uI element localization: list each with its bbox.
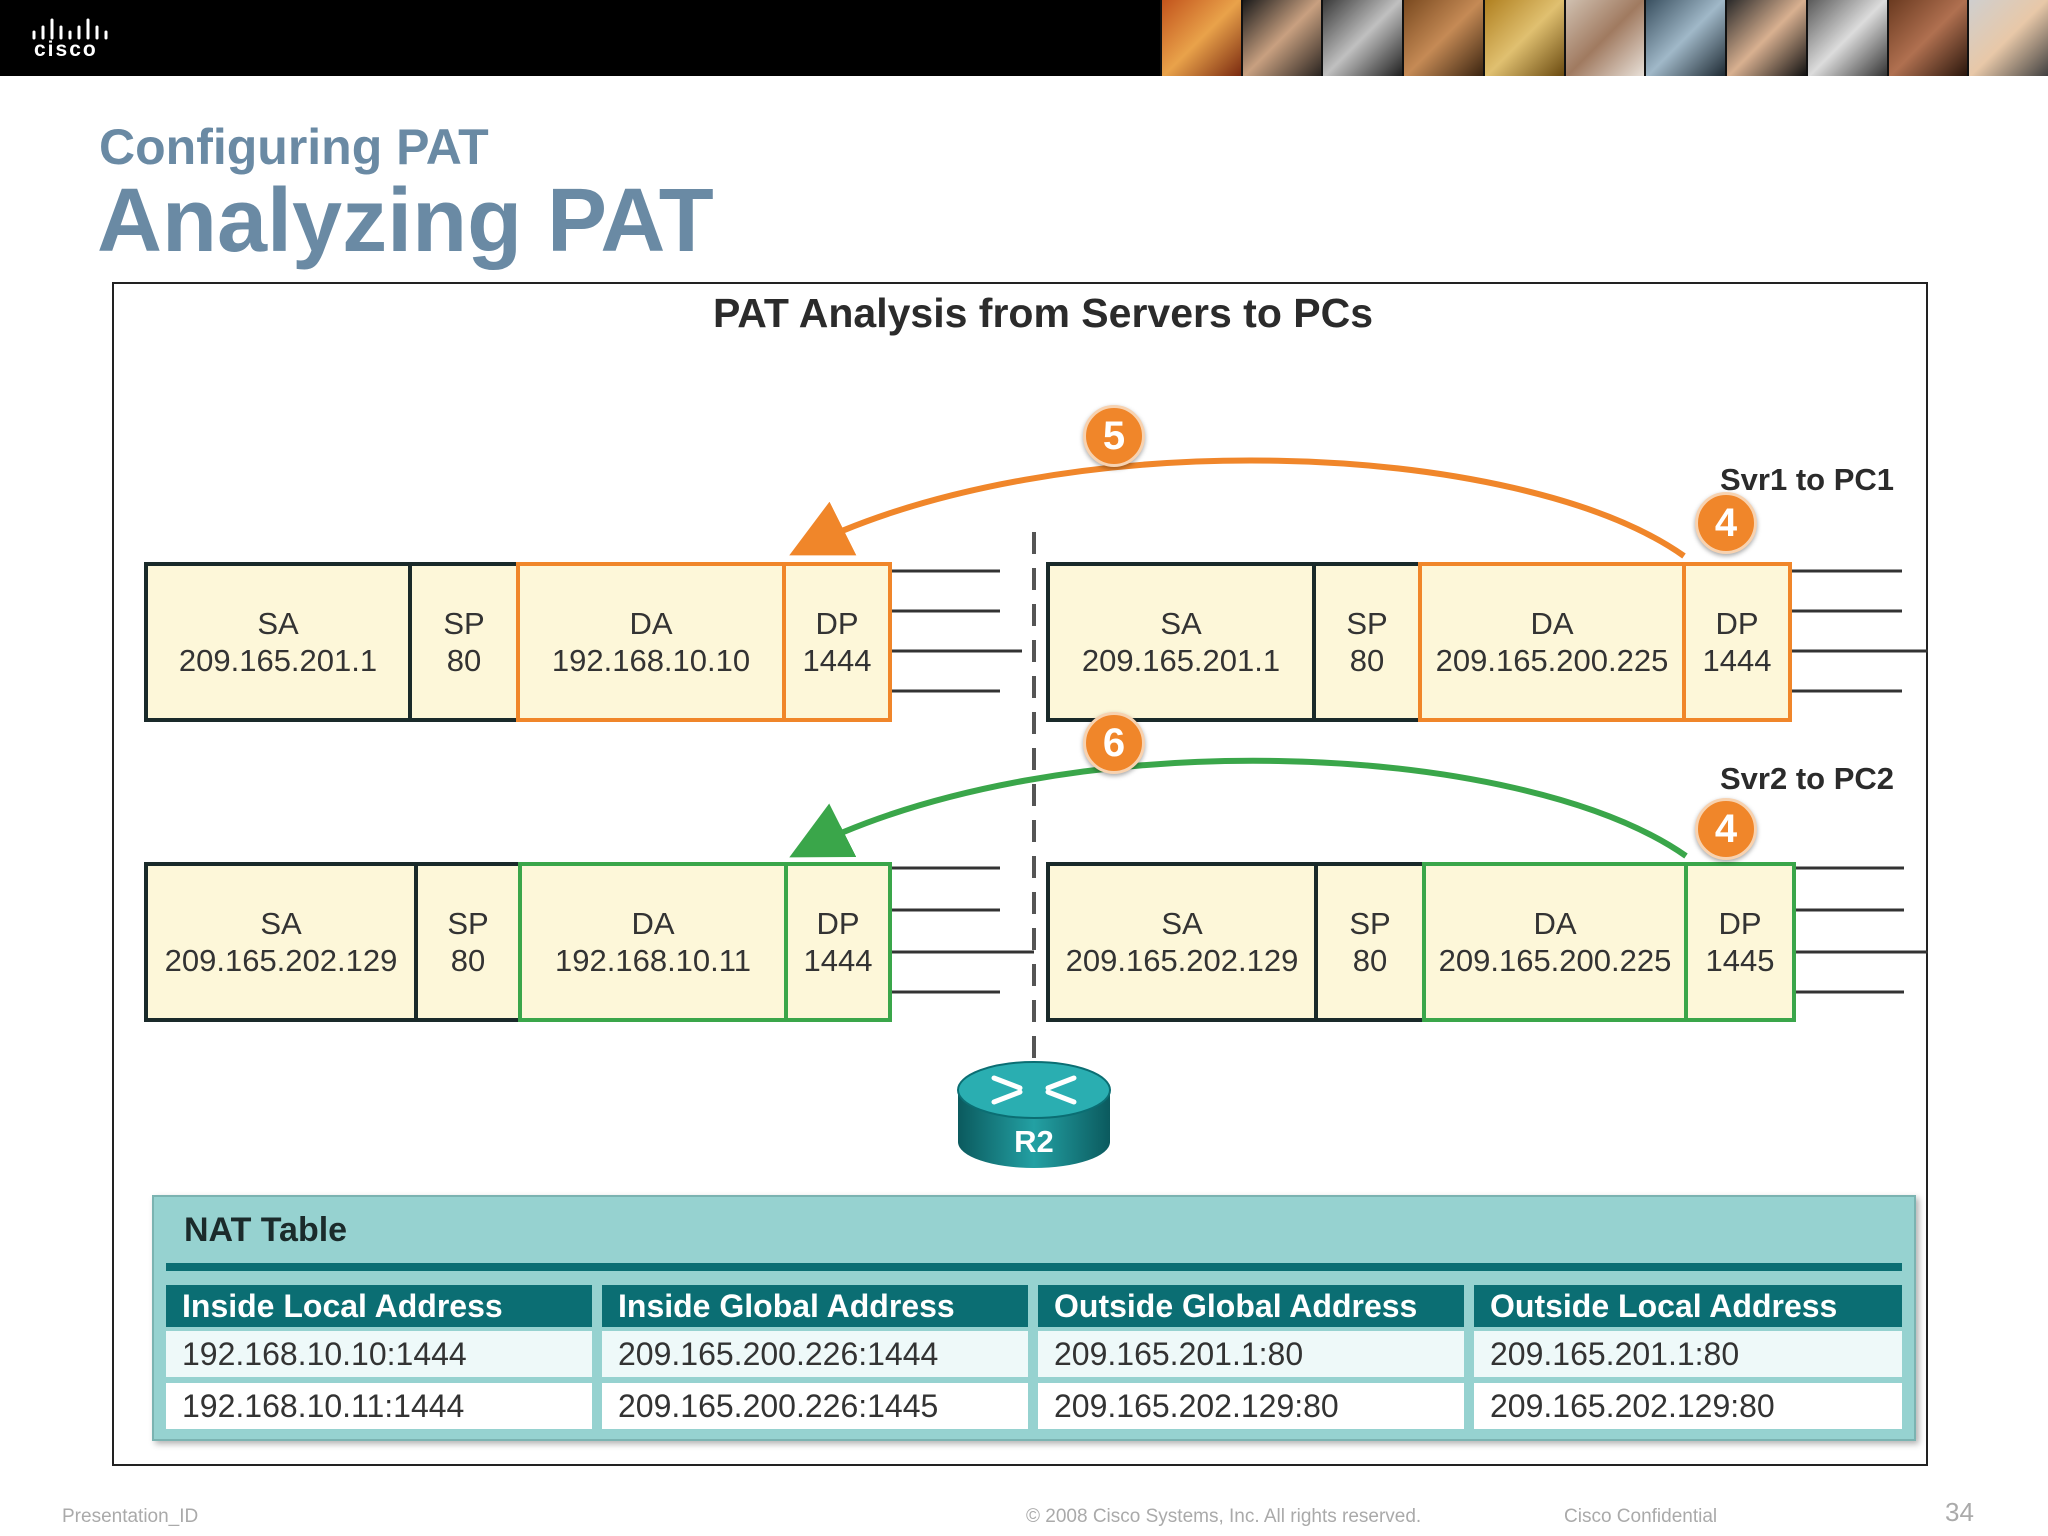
nat-header-outside-local: Outside Local Address xyxy=(1474,1285,1902,1327)
nat-header-inside-local: Inside Local Address xyxy=(166,1285,592,1327)
nat-header-outside-global: Outside Global Address xyxy=(1038,1285,1464,1327)
nat-cell: 192.168.10.10:1444 xyxy=(166,1331,592,1377)
footer-copyright: © 2008 Cisco Systems, Inc. All rights re… xyxy=(1026,1506,1422,1527)
flow2-arrow xyxy=(789,757,1688,859)
nat-cell: 209.165.202.129:80 xyxy=(1474,1383,1902,1429)
page-number: 34 xyxy=(1945,1497,1974,1527)
nat-cell: 209.165.200.226:1444 xyxy=(602,1331,1028,1377)
nat-cell: 192.168.10.11:1444 xyxy=(166,1383,592,1429)
wire-lines xyxy=(890,569,1928,994)
slide-subtitle: Configuring PAT xyxy=(99,119,489,175)
flow1-arrow xyxy=(789,457,1686,559)
step-badge-4-lower: 4 xyxy=(1695,798,1757,860)
step-badge-4-upper: 4 xyxy=(1695,492,1757,554)
diagram-heading: PAT Analysis from Servers to PCs xyxy=(712,290,1374,336)
top-banner: cisco xyxy=(0,0,2048,76)
footer-confidential: Cisco Confidential xyxy=(1564,1506,1718,1527)
slide-title: Analyzing PAT xyxy=(97,171,714,271)
nat-cell: 209.165.201.1:80 xyxy=(1474,1331,1902,1377)
brand-wordmark: cisco xyxy=(34,38,98,61)
router-label: R2 xyxy=(1014,1124,1054,1159)
step-badge-5: 5 xyxy=(1083,405,1145,467)
nat-header-inside-global: Inside Global Address xyxy=(602,1285,1028,1327)
cisco-logo-icon xyxy=(32,18,108,40)
nat-table: NAT Table Inside Local Address Inside Gl… xyxy=(152,1195,1916,1441)
router-icon xyxy=(957,1061,1111,1168)
nat-cell: 209.165.201.1:80 xyxy=(1038,1331,1464,1377)
nat-cell: 209.165.202.129:80 xyxy=(1038,1383,1464,1429)
step-badge-6: 6 xyxy=(1083,712,1145,774)
banner-photo-strip xyxy=(1160,0,2048,76)
flow2-label: Svr2 to PC2 xyxy=(1720,761,1895,796)
diagram-frame xyxy=(112,282,1928,1466)
footer-presentation-id: Presentation_ID xyxy=(62,1506,199,1527)
nat-table-title: NAT Table xyxy=(184,1211,348,1249)
flow1-label: Svr1 to PC1 xyxy=(1720,462,1895,497)
nat-table-divider xyxy=(166,1263,1902,1271)
nat-cell: 209.165.200.226:1445 xyxy=(602,1383,1028,1429)
